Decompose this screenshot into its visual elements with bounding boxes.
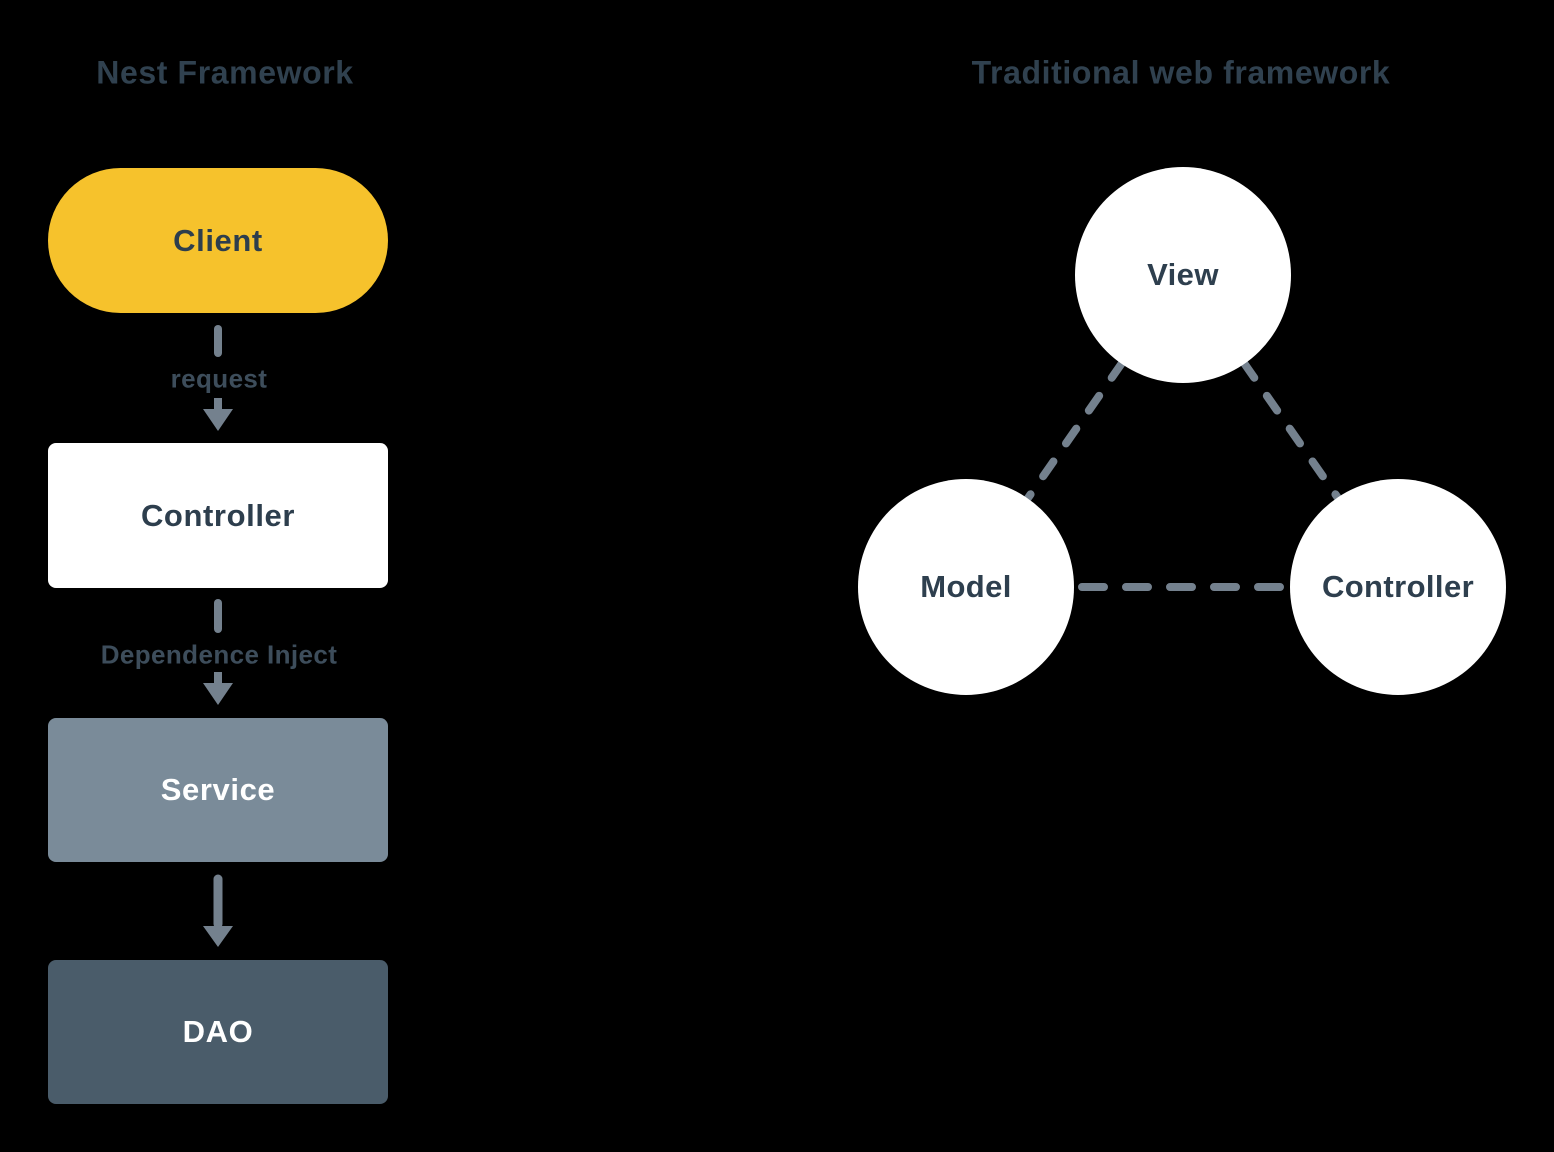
view-model-edge [1024,359,1126,502]
model-node-label: Model [920,569,1012,604]
client-node: Client [48,168,388,313]
request-arrowhead-icon [203,398,233,431]
controller-node-label: Controller [140,497,296,533]
request-edge-label: request [170,363,268,394]
model-node: Model [858,479,1074,695]
service-dao-arrowhead-icon [203,926,233,947]
controller-circle-node-label: Controller [1321,569,1475,604]
service-node: Service [48,718,388,862]
view-node: View [1075,167,1291,383]
right-diagram-title: Traditional web framework [971,54,1391,91]
controller-circle-node: Controller [1290,479,1506,695]
dao-node-label: DAO [182,1014,254,1049]
view-node-label: View [1147,257,1219,292]
controller-node: Controller [48,443,388,588]
left-diagram-title: Nest Framework [96,54,354,91]
service-node-label: Service [160,772,276,807]
inject-arrowhead-icon [203,672,233,705]
view-controller-edge [1240,359,1342,502]
client-node-label: Client [173,222,263,258]
dependence-inject-edge-label: Dependence Inject [100,639,338,670]
dao-node: DAO [48,960,388,1104]
